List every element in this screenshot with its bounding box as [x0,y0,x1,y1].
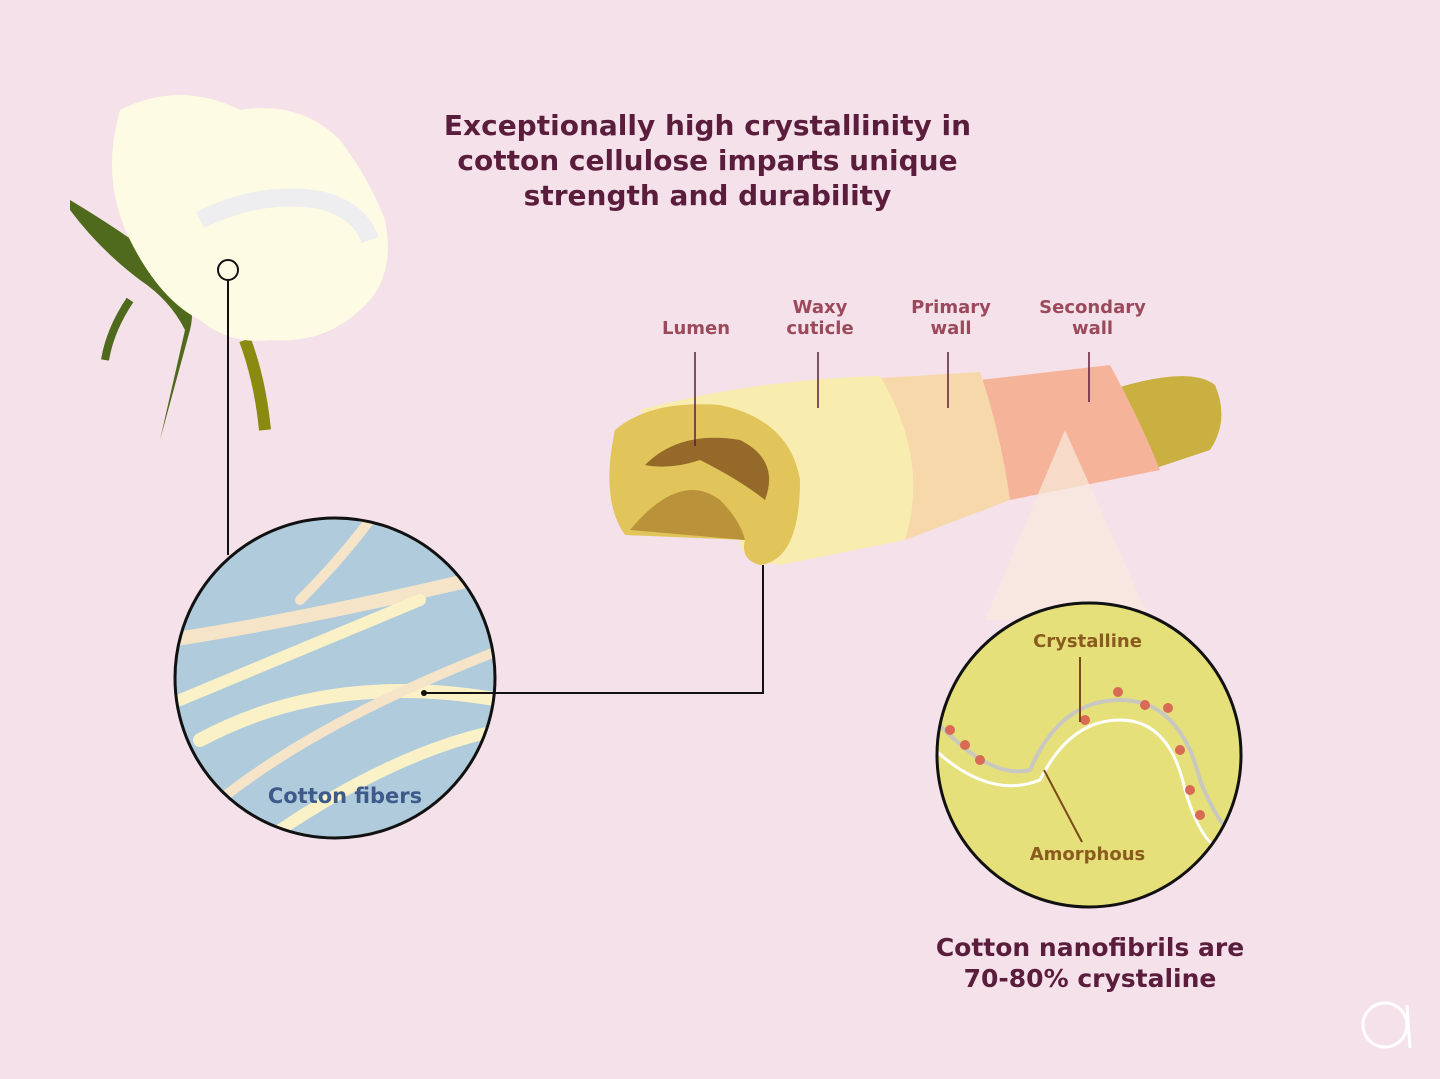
nanofibril-magnified [935,601,1243,909]
page-title: Exceptionally high crystallinity in cott… [443,109,972,212]
label-cotton-fibers: Cotton fibers [267,784,423,808]
fiber-cross-section [609,352,1222,620]
cotton-fibers-magnified [173,516,764,840]
brand-logo-icon [1361,1001,1412,1049]
label-primary-wall: Primary wall [911,297,991,339]
label-amorphous: Amorphous [1029,844,1146,865]
caption: Cotton nanofibrils are 70-80% crystaline [935,933,1245,993]
label-secondary-wall: Secondary wall [1039,297,1146,339]
label-crystalline: Crystalline [1033,631,1142,652]
label-waxy-cuticle: Waxy cuticle [786,297,854,339]
cotton-boll-icon [70,95,388,555]
label-lumen: Lumen [661,318,731,339]
